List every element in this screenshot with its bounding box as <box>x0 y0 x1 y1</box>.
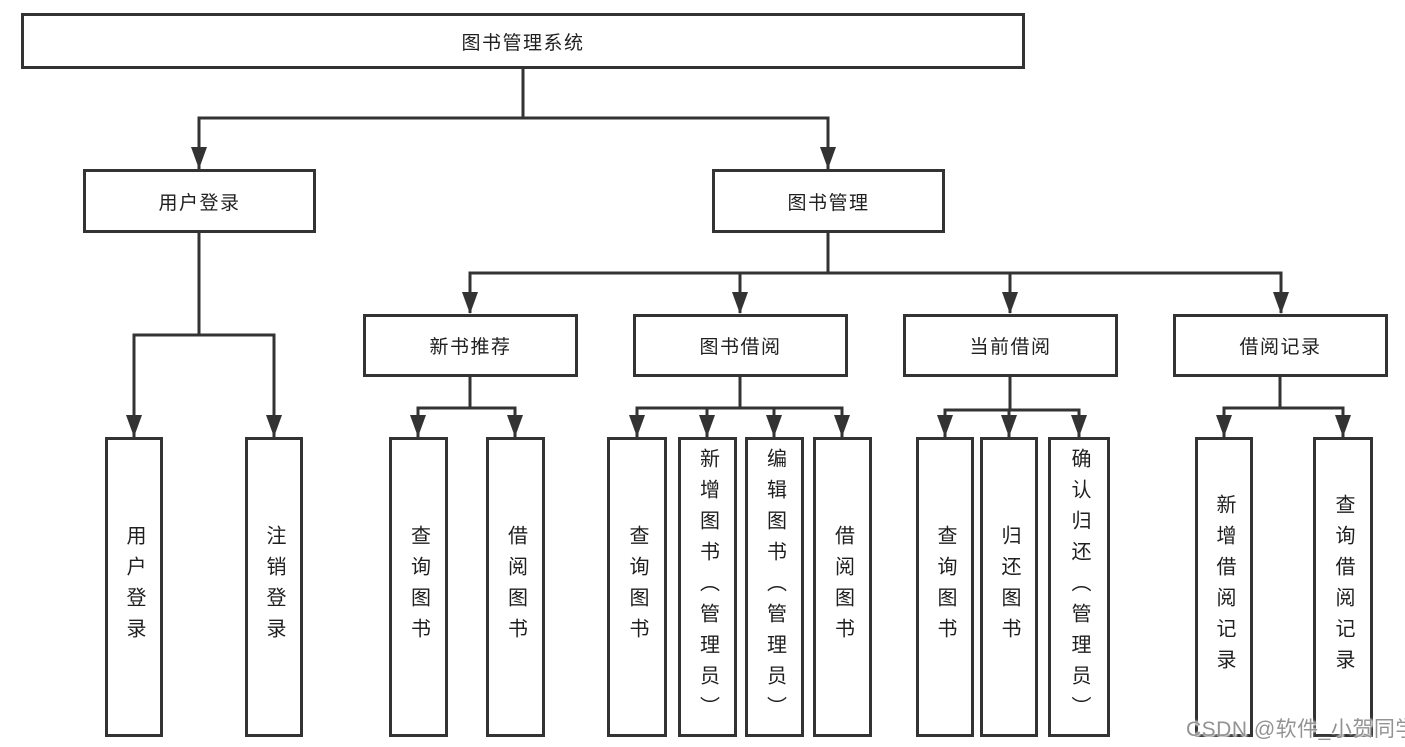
node-label: 查询借阅记录 <box>1332 494 1354 680</box>
leaf-add-borrow-record: 新增借阅记录 <box>1195 437 1253 737</box>
arrow-down-icon <box>629 415 645 437</box>
leaf-edit-books-admin: 编辑图书（管理员） <box>745 437 804 737</box>
node-label: 确认归还（管理员） <box>1068 447 1090 727</box>
arrow-down-icon <box>1001 415 1017 437</box>
node-label: 编辑图书（管理员） <box>763 447 786 727</box>
node-label: 图书管理 <box>787 192 870 214</box>
leaf-add-books-admin: 新增图书（管理员） <box>678 437 737 737</box>
leaf-logout: 注销登录 <box>245 437 303 737</box>
node-label: 新增借阅记录 <box>1213 494 1235 680</box>
arrow-down-icon <box>410 415 426 437</box>
leaf-query-books-current: 查询图书 <box>916 437 974 737</box>
leaf-confirm-return-admin: 确认归还（管理员） <box>1048 437 1110 737</box>
leaf-query-books-borrowing: 查询图书 <box>607 437 667 737</box>
arrow-down-icon <box>732 292 748 314</box>
node-label: 查询图书 <box>626 525 648 649</box>
node-label: 借阅图书 <box>504 525 527 649</box>
node-label: 新书推荐 <box>429 337 512 358</box>
node-label: 查询图书 <box>407 525 430 649</box>
arrow-down-icon <box>1071 415 1087 437</box>
node-new-book-recommend: 新书推荐 <box>363 314 578 377</box>
csdn-watermark: CSDN @软件_小贺同学 <box>1186 718 1405 741</box>
node-borrowing-records: 借阅记录 <box>1173 314 1388 377</box>
node-current-borrowing: 当前借阅 <box>903 314 1118 377</box>
connector-root <box>197 69 830 169</box>
leaf-query-books-recommend: 查询图书 <box>389 437 448 737</box>
arrow-down-icon <box>937 415 953 437</box>
arrow-down-icon <box>834 415 850 437</box>
connector-borrowing-records <box>1222 377 1345 437</box>
arrow-down-icon <box>820 147 836 169</box>
arrow-down-icon <box>462 292 478 314</box>
leaf-user-login: 用户登录 <box>105 437 163 737</box>
node-label: 查询图书 <box>934 525 956 649</box>
node-label: 借阅记录 <box>1239 337 1322 358</box>
arrow-down-icon <box>1002 292 1018 314</box>
leaf-return-books: 归还图书 <box>980 437 1038 737</box>
node-book-management: 图书管理 <box>712 169 945 233</box>
node-label: 图书借阅 <box>699 337 782 358</box>
node-label: 归还图书 <box>998 525 1020 649</box>
node-label: 新增图书（管理员） <box>696 447 719 727</box>
arrow-down-icon <box>699 415 715 437</box>
node-root: 图书管理系统 <box>21 13 1025 69</box>
node-label: 当前借阅 <box>969 337 1052 358</box>
arrow-down-icon <box>766 415 782 437</box>
leaf-borrow-books: 借阅图书 <box>813 437 872 737</box>
node-user-login: 用户登录 <box>83 169 316 233</box>
arrow-down-icon <box>126 415 142 437</box>
arrow-down-icon <box>266 415 282 437</box>
node-label: 注销登录 <box>263 525 285 649</box>
node-label: 用户登录 <box>123 525 145 649</box>
arrow-down-icon <box>1216 415 1232 437</box>
node-label: 借阅图书 <box>831 525 854 649</box>
arrow-down-icon <box>191 147 207 169</box>
leaf-query-borrow-record: 查询借阅记录 <box>1313 437 1373 737</box>
node-label: 图书管理系统 <box>461 32 585 54</box>
leaf-borrow-books-recommend: 借阅图书 <box>486 437 545 737</box>
connector-new-book-recommend <box>416 377 517 437</box>
arrow-down-icon <box>507 415 523 437</box>
arrow-down-icon <box>1335 415 1351 437</box>
connector-book-borrowing <box>635 377 844 437</box>
node-book-borrowing: 图书借阅 <box>633 314 848 377</box>
connector-book-management <box>468 233 1283 313</box>
connector-user-login <box>132 233 276 437</box>
arrow-down-icon <box>1273 292 1289 314</box>
node-label: 用户登录 <box>158 192 241 214</box>
